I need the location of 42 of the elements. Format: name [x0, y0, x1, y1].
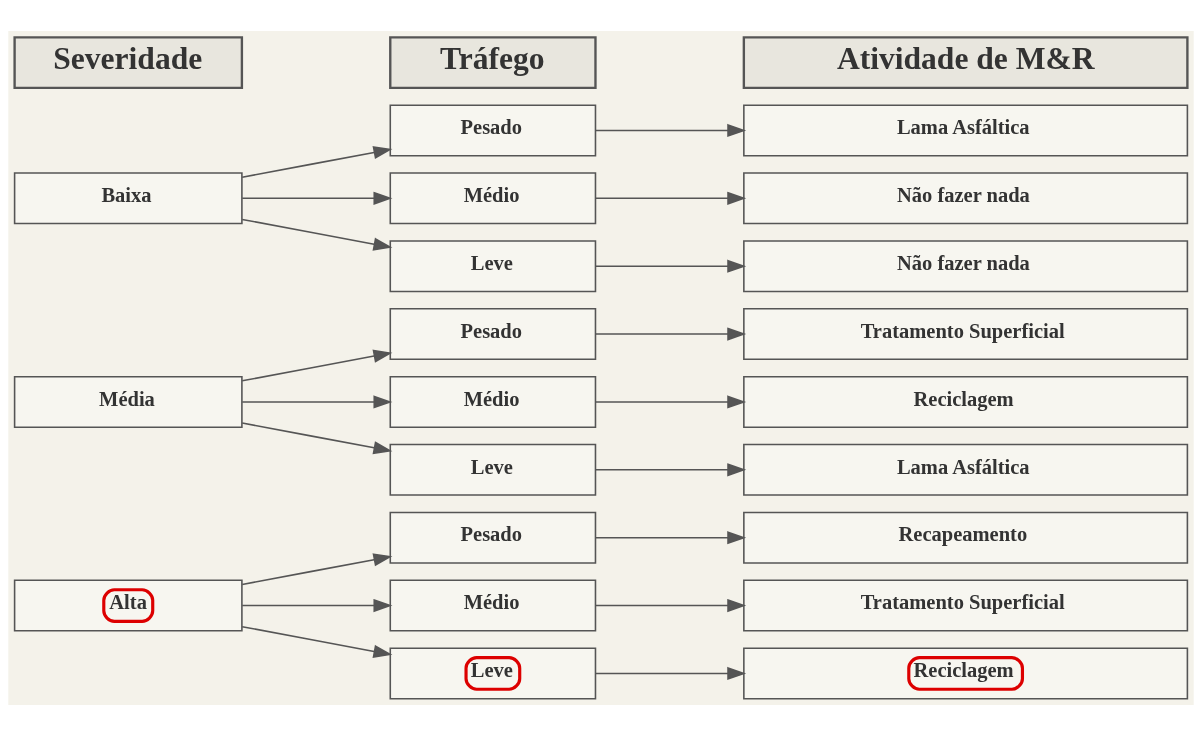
arrow: [241, 553, 393, 586]
node-box: Alta: [13, 579, 243, 632]
node-box: Tráfego: [389, 36, 597, 89]
node-box: Atividade de M&R: [742, 36, 1189, 89]
arrow: [595, 531, 747, 545]
node-box: Reciclagem: [743, 647, 1189, 700]
node-box: Média: [13, 375, 243, 428]
arrow: [595, 395, 747, 409]
arrow: [241, 395, 393, 409]
arrow: [595, 259, 747, 273]
node-box: Recapeamento: [743, 511, 1189, 564]
node-box: Leve: [389, 240, 597, 293]
node-box: Pesado: [389, 308, 597, 361]
node-box: Tratamento Superficial: [743, 308, 1189, 361]
node-box: Médio: [389, 579, 597, 632]
node-box: Lama Asfáltica: [743, 443, 1189, 496]
node-box: Leve: [389, 443, 597, 496]
node-box: Reciclagem: [743, 375, 1189, 428]
node-box: Médio: [389, 172, 597, 225]
node-box: Não fazer nada: [743, 240, 1189, 293]
arrow: [595, 463, 747, 477]
node-box: Severidade: [13, 36, 244, 89]
node-box: Tratamento Superficial: [743, 579, 1189, 632]
arrow: [595, 598, 747, 613]
node-box: Baixa: [13, 172, 243, 225]
arrow: [241, 598, 393, 613]
arrow: [241, 625, 393, 658]
arrow: [595, 191, 747, 205]
arrow: [241, 422, 393, 455]
node-box: Pesado: [389, 511, 597, 564]
arrow: [595, 666, 747, 681]
node-box: Leve: [389, 647, 597, 700]
arrow: [241, 218, 393, 251]
node-box: Pesado: [389, 104, 597, 157]
node-box: Lama Asfáltica: [743, 104, 1189, 157]
arrow: [241, 146, 393, 178]
node-box: Não fazer nada: [743, 172, 1189, 225]
arrow: [595, 123, 747, 138]
arrow: [595, 327, 747, 341]
node-box: Médio: [389, 375, 597, 428]
arrow: [241, 349, 393, 382]
arrow: [241, 191, 393, 205]
